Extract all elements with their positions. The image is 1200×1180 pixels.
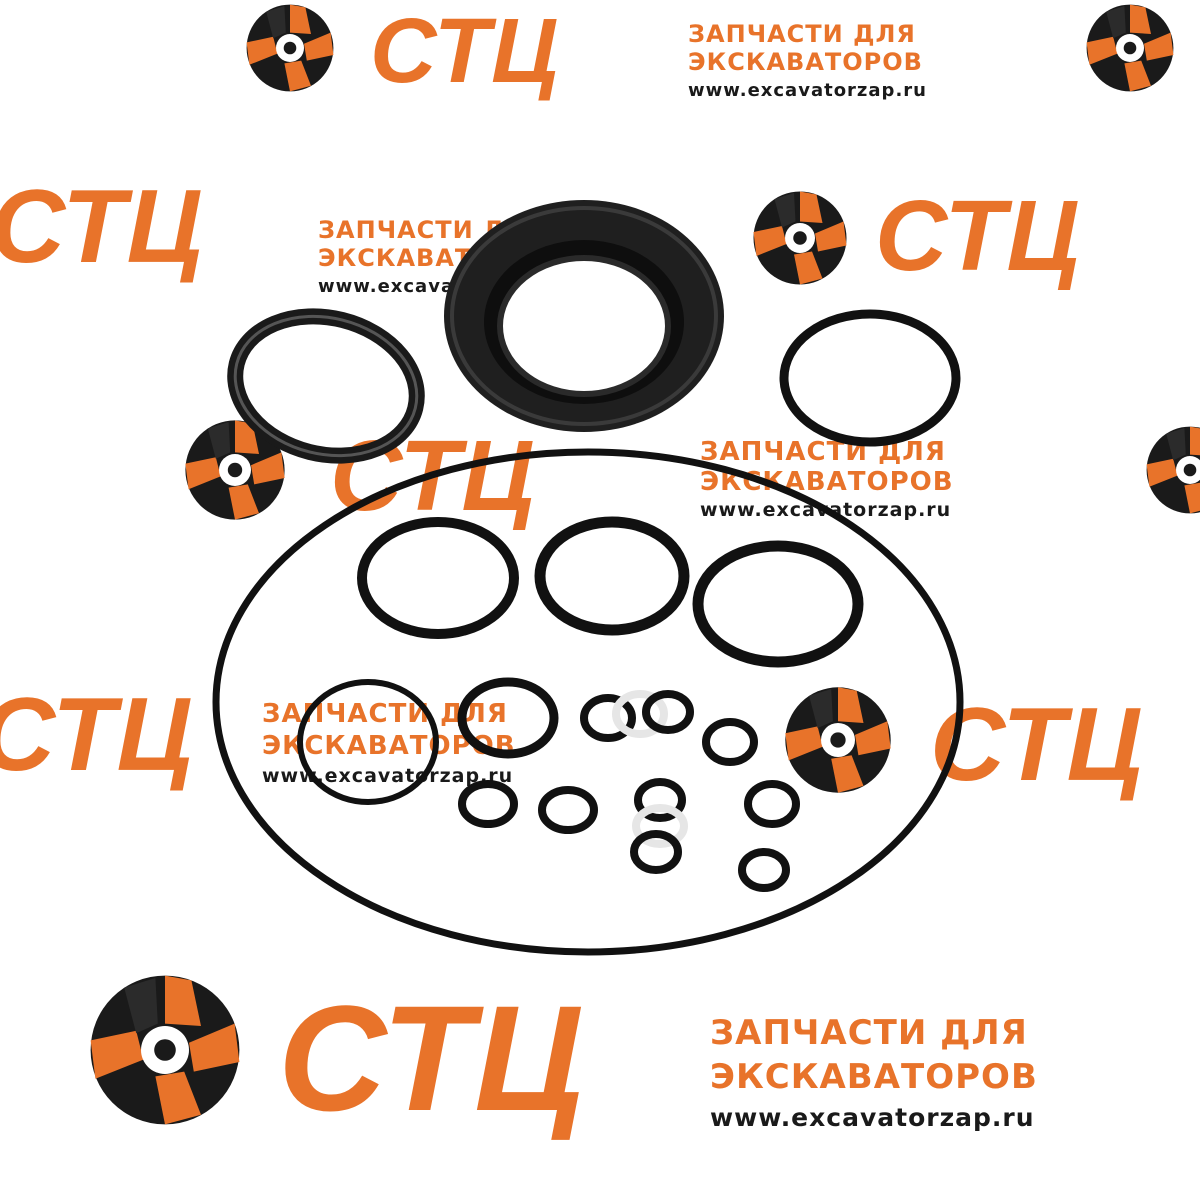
o-ring-small-1 <box>580 694 636 742</box>
brand-text-1: СТЦ <box>370 0 559 102</box>
o-ring-small-5 <box>538 786 598 834</box>
o-ring-mid-1 <box>297 679 439 805</box>
o-ring-small-4 <box>458 780 518 828</box>
brand-text-2: СТЦ <box>0 169 204 285</box>
o-ring-medium-2 <box>534 516 690 636</box>
ring-right <box>779 309 961 447</box>
o-ring-small-6 <box>634 778 686 822</box>
tagline-line2-5: ЭКСКАВАТОРОВ <box>710 1057 1038 1097</box>
tagline-line1-3: ЗАПЧАСТИ ДЛЯ <box>700 437 946 467</box>
url-5: www.excavatorzap.ru <box>710 1103 1035 1132</box>
o-ring-small-7 <box>630 830 682 874</box>
o-ring-medium-3 <box>692 540 864 668</box>
ptfe-ring-1 <box>612 690 668 738</box>
url-1: www.excavatorzap.ru <box>688 80 927 101</box>
brand-text-6: СТЦ <box>930 687 1144 803</box>
brand-text-3: СТЦ <box>875 180 1080 292</box>
brand-text-5: СТЦ <box>0 677 194 793</box>
tagline-line2-1: ЭКСКАВАТОРОВ <box>688 48 923 76</box>
o-ring-medium-1 <box>357 517 519 639</box>
o-ring-small-8 <box>744 780 800 828</box>
large-o-ring <box>212 448 964 956</box>
oil-seal <box>444 200 724 432</box>
o-ring-small-3 <box>702 718 758 766</box>
o-ring-small-9 <box>738 848 790 892</box>
tagline-line1-5: ЗАПЧАСТИ ДЛЯ <box>710 1013 1028 1053</box>
ptfe-ring-2 <box>632 804 688 848</box>
brand-text-7: СТЦ <box>278 974 585 1142</box>
o-ring-mid-2 <box>457 677 559 759</box>
backup-ring-left <box>227 308 425 464</box>
watermark-row-5: СТЦ ЗАПЧАСТИ ДЛЯ ЭКСКАВАТОРОВ www.excava… <box>90 974 1038 1142</box>
watermark-row-1: СТЦ ЗАПЧАСТИ ДЛЯ ЭКСКАВАТОРОВ www.excava… <box>246 0 1174 102</box>
o-ring-small-2 <box>642 690 694 734</box>
seal-kit <box>212 200 964 956</box>
url-4: www.excavatorzap.ru <box>262 765 513 787</box>
tagline-line1-1: ЗАПЧАСТИ ДЛЯ <box>688 20 916 48</box>
watermark-row-4: СТЦ ЗАПЧАСТИ ДЛЯ ЭКСКАВАТОРОВ www.excava… <box>0 677 1144 803</box>
